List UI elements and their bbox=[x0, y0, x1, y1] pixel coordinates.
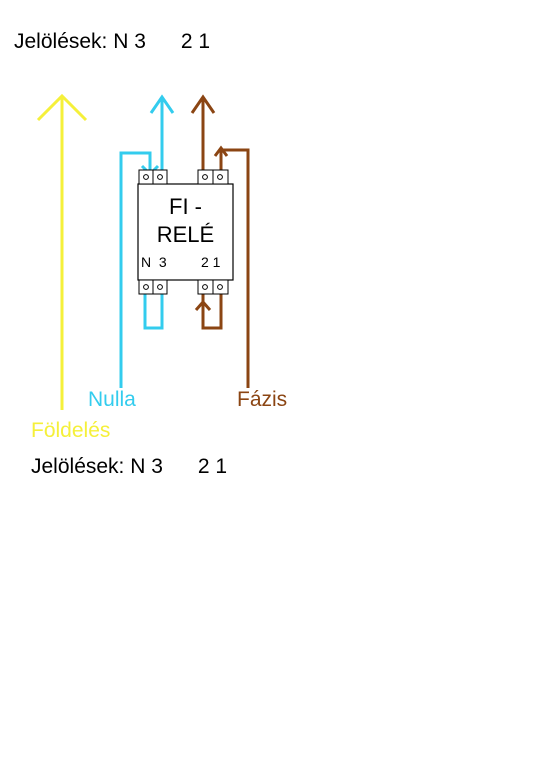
relay-title-line2: RELÉ bbox=[156, 222, 215, 247]
label-nulla: Nulla bbox=[88, 388, 136, 411]
phase-wire bbox=[190, 94, 250, 388]
neutral-wire bbox=[119, 94, 175, 388]
label-fazis: Fázis bbox=[237, 388, 288, 411]
fi-relay bbox=[137, 169, 234, 295]
label-foldeles: Földelés bbox=[31, 419, 111, 442]
relay-title-line1: FI - bbox=[169, 194, 202, 219]
terminal-label-right: 2 1 bbox=[201, 254, 221, 270]
heading-top: Jelölések: N 3 2 1 bbox=[14, 30, 211, 53]
ground-wire bbox=[36, 93, 88, 410]
terminal-label-left: N 3 bbox=[141, 254, 167, 270]
heading-bottom: Jelölések: N 3 2 1 bbox=[31, 455, 228, 478]
